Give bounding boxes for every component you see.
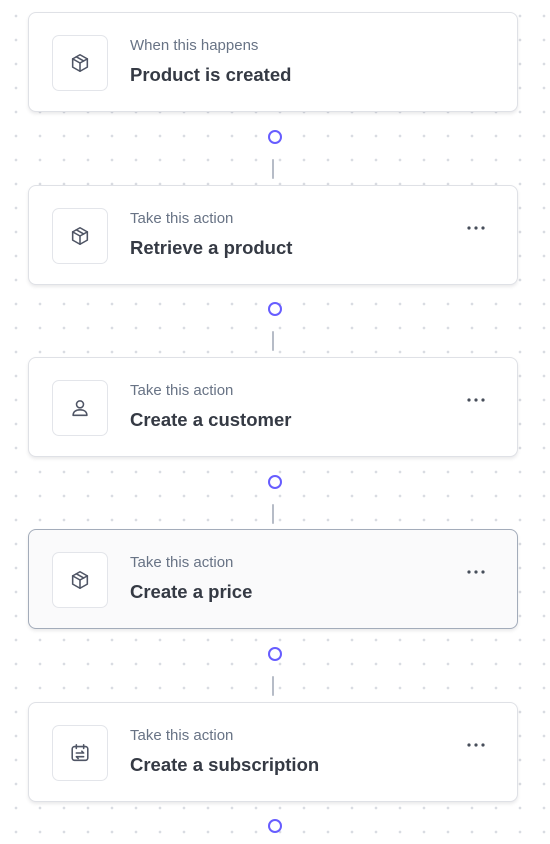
action-card-create-price[interactable]: Take this action Create a price	[28, 529, 518, 629]
more-options-button[interactable]	[463, 735, 489, 755]
connector-line	[272, 504, 274, 524]
step-subtitle: Take this action	[130, 727, 234, 744]
trigger-card-product-created[interactable]: When this happens Product is created	[28, 12, 518, 112]
add-step-node[interactable]	[268, 475, 282, 489]
ellipsis-icon	[467, 398, 485, 402]
step-subtitle: Take this action	[130, 382, 234, 399]
action-card-create-customer[interactable]: Take this action Create a customer	[28, 357, 518, 457]
step-title: Create a customer	[130, 409, 292, 430]
add-step-node[interactable]	[268, 302, 282, 316]
step-text: Take this action Create a subscription	[130, 727, 319, 776]
more-options-button[interactable]	[463, 390, 489, 410]
step-text: Take this action Retrieve a product	[130, 210, 292, 259]
connector-line	[272, 676, 274, 696]
box-icon	[52, 208, 108, 264]
add-step-node[interactable]	[268, 819, 282, 833]
step-text: When this happens Product is created	[130, 37, 291, 86]
step-text: Take this action Create a customer	[130, 382, 291, 431]
calendar-refresh-icon	[52, 725, 108, 781]
box-icon	[52, 552, 108, 608]
connector-line	[272, 331, 274, 351]
more-options-button[interactable]	[463, 218, 489, 238]
step-title: Create a price	[130, 581, 253, 602]
ellipsis-icon	[467, 570, 485, 574]
step-title: Create a subscription	[130, 754, 320, 775]
more-options-button[interactable]	[463, 562, 489, 582]
step-title: Retrieve a product	[130, 237, 293, 258]
action-card-retrieve-product[interactable]: Take this action Retrieve a product	[28, 185, 518, 285]
person-icon	[52, 380, 108, 436]
step-subtitle: Take this action	[130, 210, 234, 227]
connector-line	[272, 159, 274, 179]
action-card-create-subscription[interactable]: Take this action Create a subscription	[28, 702, 518, 802]
add-step-node[interactable]	[268, 130, 282, 144]
step-title: Product is created	[130, 64, 292, 85]
add-step-node[interactable]	[268, 647, 282, 661]
box-icon	[52, 35, 108, 91]
ellipsis-icon	[467, 226, 485, 230]
step-subtitle: Take this action	[130, 554, 234, 571]
step-text: Take this action Create a price	[130, 554, 252, 603]
ellipsis-icon	[467, 743, 485, 747]
step-subtitle: When this happens	[130, 37, 259, 54]
